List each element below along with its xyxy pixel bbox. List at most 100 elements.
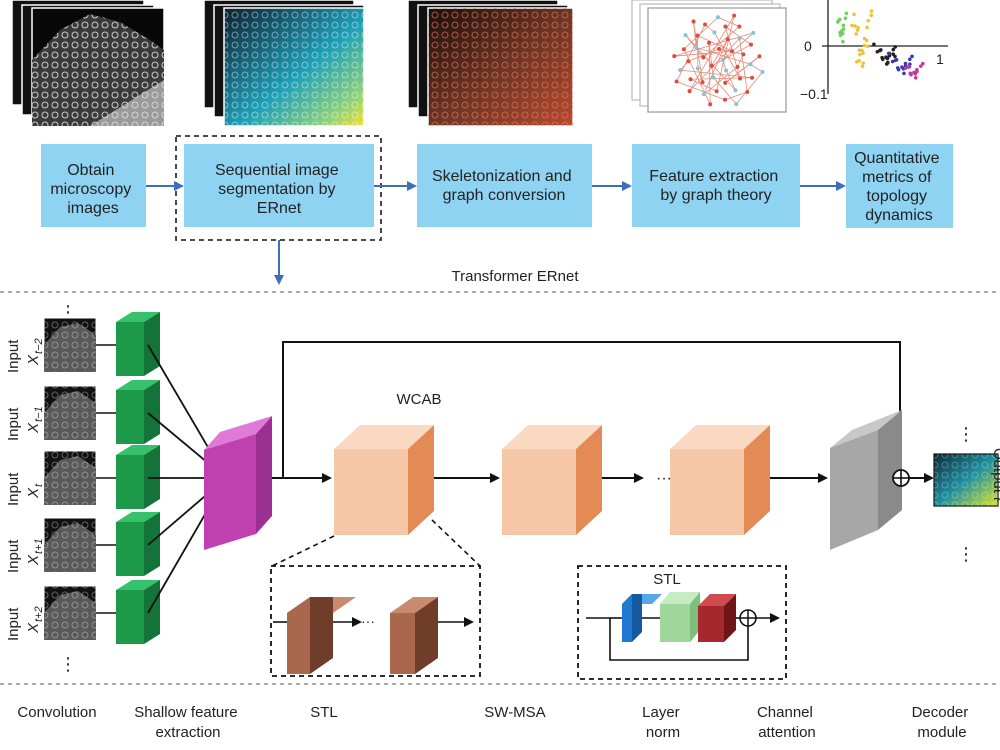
graph-node [688,77,693,82]
graph-edge [724,91,748,101]
conv-block-1 [116,380,160,444]
graph-node [751,30,756,35]
scatter-point [895,66,900,70]
graph-node [709,63,714,68]
scatter-point [893,45,898,49]
graph-edge [735,71,763,105]
wcab-side [408,425,434,535]
scatter-point [866,44,870,49]
graph-node [687,89,692,94]
legend: Convolution Shallow feature extraction S… [17,704,968,741]
legend-layer-norm: Layer norm [642,704,684,741]
conv-block-side [144,312,160,376]
sw-msa-block [660,592,700,642]
input-variable-letter: X [25,354,42,366]
conv-block-top [116,512,160,522]
graph-node [757,54,762,59]
decoder-block [830,410,902,550]
input-variable-letter: X [25,487,42,499]
scatter-point [880,55,884,60]
scatter-point [841,23,846,28]
scatter-point [886,51,891,56]
legend-sw-msa: SW-MSA [484,704,545,721]
scatter-point [844,11,849,16]
legend-channel-attention: Channel attention [757,704,817,741]
microscopy-image-stack [11,0,165,127]
scatter-point [857,48,862,52]
input-variable-subscript: t−2 [33,338,45,354]
conv-block-side [144,380,160,444]
conv-block-top [116,580,160,590]
graph-edge [704,24,715,33]
scatter-point [865,25,869,30]
decoder-side [878,410,902,530]
graph-node [711,75,716,80]
graph-node [703,22,708,27]
skeleton-image-stack [407,0,574,127]
wcab-front [334,449,408,535]
input-label-word: Input [5,472,22,506]
wcab-top [670,425,770,449]
scatter-point [903,66,908,70]
graph-node [750,75,755,80]
scatter-point [850,23,854,28]
graph-node [691,19,696,24]
conv-block-front [116,522,144,576]
graph-edge [697,35,733,52]
graph-edge [676,24,706,82]
scatter-point [852,12,856,17]
wcab-block-1 [334,425,434,535]
graph-edge [717,16,740,27]
scatter-point [918,64,923,68]
stl-ellipsis: ··· [361,613,375,629]
graph-node [678,68,683,73]
stl-detail-box: STL [577,565,787,680]
conv-block-0 [116,312,160,376]
conv-block-3 [116,512,160,576]
graph-edge [697,68,703,83]
scatter-point [869,9,874,13]
zoom-line-right [431,519,481,567]
graph-node [701,92,706,97]
graph-node [674,79,679,84]
input-image-texture [44,318,96,372]
input-variable-subscript: t−1 [33,406,45,422]
graph-node [714,89,719,94]
input-variable: Xt+2 [25,606,45,634]
step-line: Feature extraction [649,168,778,185]
wcab-top [334,425,434,449]
graph-node [760,69,765,74]
graph-node [732,13,737,18]
legend-convolution: Convolution [17,704,96,721]
workflow-arrows [146,181,846,285]
graph-edge [750,63,763,73]
wcab-blocks [334,425,770,535]
graph-edge [708,42,714,78]
graph-node [745,89,750,94]
graph-node [748,62,753,67]
step-line: by graph theory [660,187,771,204]
input-image-texture [44,451,96,505]
residual-add-node [892,469,910,487]
step-line: dynamics [865,207,933,224]
input-label-word: Input [5,539,22,573]
legend-shallow-feature: Shallow feature extraction [134,704,242,741]
graph-edge [689,38,740,92]
scatter-point [838,33,843,38]
input-variable: Xt [25,483,45,499]
scatter-point [902,71,906,76]
scatter-point [893,58,898,63]
input-variable-subscript: t [33,483,45,487]
stl-cube-2 [390,597,438,674]
scatter-point [910,54,914,59]
output-ellipsis-bottom: ⋮ [957,544,975,564]
conv-block-side [144,512,160,576]
step-line: images [67,200,119,217]
convolution-blocks [116,312,160,644]
graph-node [716,15,720,20]
conv-block-front [116,455,144,509]
step-box [41,144,146,227]
graph-node [672,54,677,59]
step-line: Obtain [67,162,114,179]
